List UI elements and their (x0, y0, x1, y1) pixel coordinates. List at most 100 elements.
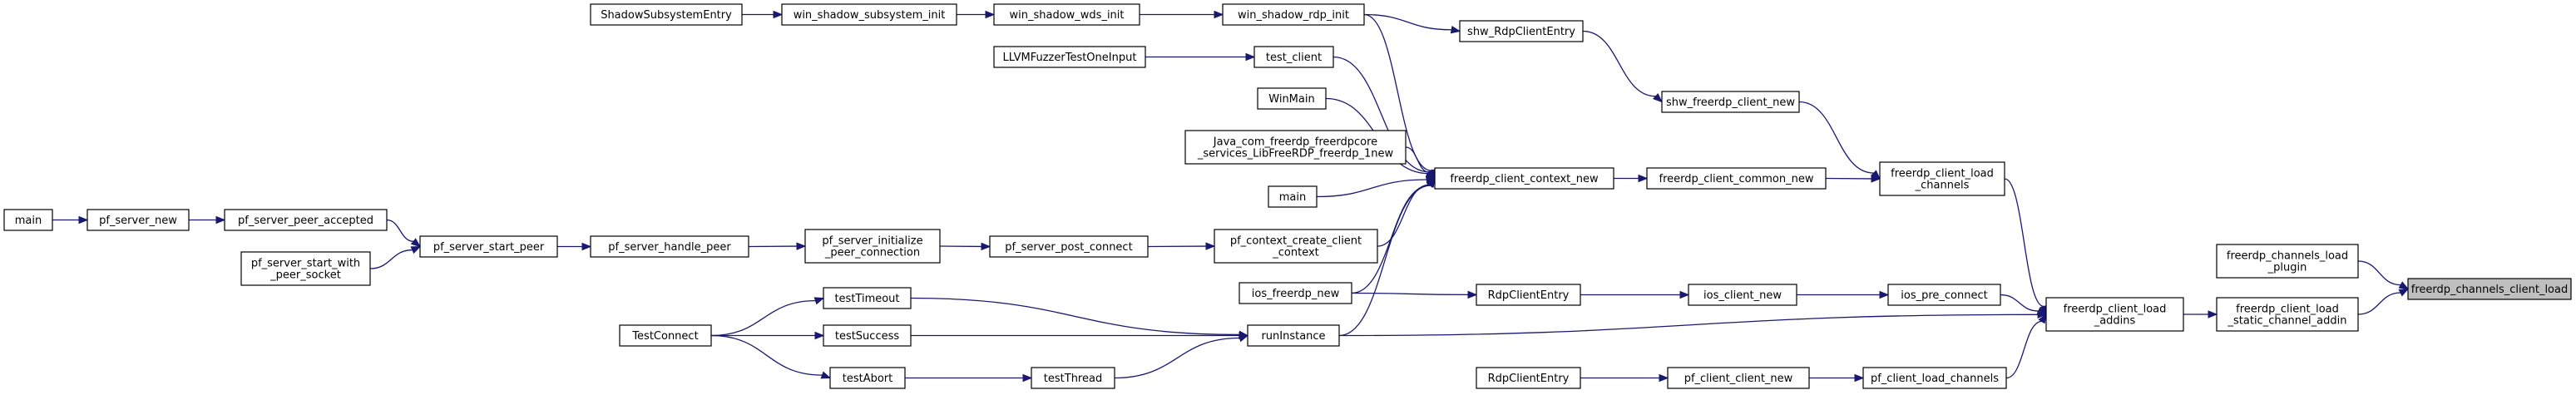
function-node[interactable]: ShadowSubsystemEntry (590, 3, 743, 26)
function-node[interactable]: Java_com_freerdp_freerdpcore_services_Li… (1184, 130, 1407, 165)
function-name-label: ios_pre_connect (1901, 289, 1987, 302)
function-name-label: pf_client_client_new (1684, 373, 1793, 385)
call-edge (748, 242, 807, 250)
function-name-label: _addins (2094, 315, 2136, 328)
arrowhead-icon (2398, 288, 2410, 297)
function-name-label: _peer_socket (269, 269, 341, 282)
function-node[interactable]: ios_freerdp_new (1239, 282, 1352, 304)
function-node[interactable]: freerdp_client_context_new (1434, 167, 1614, 190)
call-edge (1114, 334, 1249, 379)
function-name-label: shw_RdpClientEntry (1467, 26, 1575, 38)
function-node[interactable]: testSuccess (823, 324, 912, 347)
function-node[interactable]: pf_server_peer_accepted (224, 209, 388, 231)
arrowhead-icon (1238, 334, 1249, 343)
function-name-label: testTimeout (834, 293, 899, 305)
function-node[interactable]: pf_server_handle_peer (590, 235, 749, 258)
call-edge (1582, 30, 1664, 103)
arrowhead-icon (78, 215, 89, 225)
function-node[interactable]: pf_client_load_channels (1862, 367, 2007, 389)
call-edge (1363, 13, 1461, 34)
function-node[interactable]: freerdp_channels_load_plugin (2216, 244, 2359, 279)
function-name-label: pf_client_load_channels (1871, 373, 1999, 385)
function-node[interactable]: RdpClientEntry (1476, 284, 1581, 306)
arrowhead-icon (1426, 169, 1436, 180)
function-node[interactable]: freerdp_client_load_channels (1879, 161, 2005, 196)
function-nodes: freerdp_channels_client_load freerdp_chan… (3, 3, 2572, 389)
function-name-label: Java_com_freerdp_freerdpcore (1213, 136, 1377, 149)
function-name-label: freerdp_client_load (2236, 304, 2339, 316)
function-node[interactable]: pf_server_start_with_peer_socket (240, 251, 371, 286)
arrowhead-icon (985, 10, 996, 19)
function-name-label: pf_server_peer_accepted (238, 215, 373, 227)
arrowhead-icon (1245, 52, 1256, 62)
arrowhead-icon (1022, 373, 1033, 383)
call-edge (1351, 290, 1478, 299)
function-node[interactable]: shw_RdpClientEntry (1459, 20, 1584, 42)
function-node[interactable]: win_shadow_rdp_init (1222, 3, 1365, 26)
function-name-label: _context (1272, 247, 1319, 259)
function-node[interactable]: pf_server_start_peer (419, 235, 558, 258)
function-name-label: LLVMFuzzerTestOneInput (1003, 52, 1137, 64)
call-edge (910, 297, 1249, 339)
function-node[interactable]: LLVMFuzzerTestOneInput (993, 46, 1146, 68)
call-edge (1145, 52, 1256, 62)
function-name-label: _plugin (2267, 262, 2307, 274)
function-name-label: RdpClientEntry (1488, 373, 1570, 385)
function-node[interactable]: testTimeout (823, 287, 912, 309)
current-function-node[interactable]: freerdp_channels_client_load (2407, 278, 2572, 300)
function-node[interactable]: testAbort (829, 367, 906, 389)
function-node[interactable]: TestConnect (619, 324, 712, 347)
function-node[interactable]: freerdp_client_common_new (1646, 167, 1827, 190)
arrowhead-icon (1854, 373, 1865, 383)
arrowhead-icon (796, 242, 807, 250)
call-edge (710, 334, 832, 379)
arrowhead-icon (773, 10, 784, 19)
function-name-label: freerdp_client_common_new (1659, 173, 1814, 185)
arrowhead-icon (813, 297, 825, 305)
function-node[interactable]: freerdp_client_load_addins (2045, 297, 2184, 332)
function-name-label: pf_server_initialize (822, 235, 922, 248)
arrowhead-icon (410, 238, 422, 248)
function-node[interactable]: ios_pre_connect (1887, 284, 2001, 306)
call-edge (1614, 174, 1649, 183)
function-node[interactable]: pf_context_create_client_context (1214, 229, 1378, 264)
arrowhead-icon (215, 215, 226, 225)
call-edge (2004, 178, 2048, 316)
function-name-label: pf_server_new (99, 215, 177, 227)
function-name-label: pf_server_start_peer (433, 241, 545, 254)
arrowhead-icon (1871, 175, 1881, 183)
function-name-label: pf_server_handle_peer (608, 241, 731, 254)
call-edge (557, 242, 592, 251)
call-edge (1316, 175, 1436, 198)
function-node[interactable]: main (3, 209, 53, 231)
function-node[interactable]: win_shadow_wds_init (993, 3, 1140, 26)
function-name-label: testAbort (843, 373, 893, 385)
function-node[interactable]: pf_client_client_new (1667, 367, 1810, 389)
function-node[interactable]: freerdp_client_load_static_channel_addin (2216, 297, 2359, 332)
function-node[interactable]: win_shadow_subsystem_init (781, 3, 957, 26)
function-node[interactable]: ios_client_new (1688, 284, 1797, 306)
function-node[interactable]: runInstance (1247, 324, 1340, 347)
call-edge (2183, 310, 2218, 318)
arrowhead-icon (1214, 10, 1224, 19)
function-node[interactable]: testThread (1031, 367, 1115, 389)
function-node[interactable]: RdpClientEntry (1476, 367, 1581, 389)
arrowhead-icon (1467, 290, 1478, 299)
call-edge (1580, 373, 1669, 383)
function-node[interactable]: pf_server_post_connect (989, 235, 1149, 258)
arrowhead-icon (981, 242, 991, 251)
arrowhead-icon (1205, 242, 1216, 250)
function-node[interactable]: WinMain (1257, 87, 1327, 110)
function-node[interactable]: pf_server_new (87, 209, 190, 231)
arrowhead-icon (1659, 373, 1669, 383)
function-name-label: _services_LibFreeRDP_freerdp_1new (1197, 148, 1394, 160)
function-name-label: testSuccess (835, 330, 900, 343)
function-node[interactable]: pf_server_initialize_peer_connection (804, 229, 941, 264)
function-name-label: _static_channel_addin (2227, 315, 2347, 328)
function-node[interactable]: test_client (1253, 46, 1334, 68)
arrowhead-icon (581, 242, 592, 251)
function-node[interactable]: main (1268, 185, 1318, 208)
function-node[interactable]: shw_freerdp_client_new (1661, 91, 1800, 113)
function-name-label: runInstance (1261, 330, 1325, 343)
